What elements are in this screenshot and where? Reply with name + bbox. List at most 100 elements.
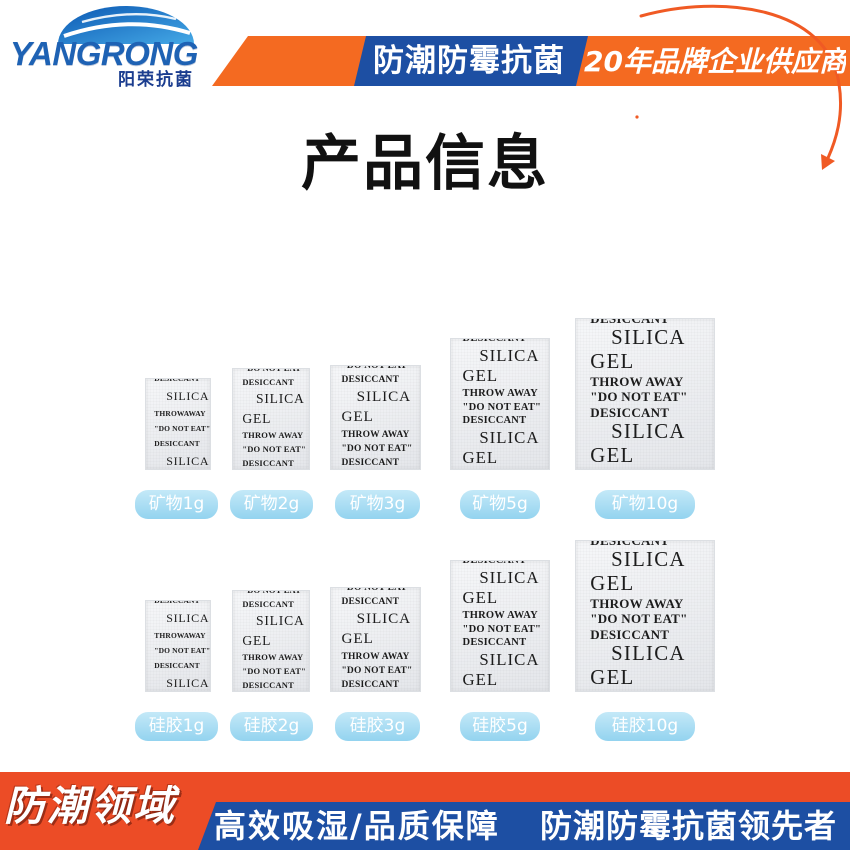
- packet-print-text: DESICCANT: [242, 377, 294, 388]
- packet-print-text: SILICA: [166, 388, 210, 403]
- banner-highlight-text: 防潮防霉抗菌: [373, 43, 565, 79]
- packet-print-text: DESICCANT: [341, 679, 400, 690]
- packet-print-text: SILICA: [166, 676, 210, 691]
- packet-print-text: DESICCANT: [341, 457, 400, 468]
- packet-print-text: DESICCANT: [590, 540, 670, 548]
- packet-print-text: SILICA: [479, 567, 540, 587]
- footer-slogan-left: 高效吸湿/品质保障: [214, 807, 500, 845]
- packet-print-text: THROW AWAY: [590, 595, 684, 611]
- packet-print-text: SILICA: [255, 391, 305, 407]
- desiccant-packet: "DO NOT EAT" DESICCANT SILICA GEL THROW AWAY…: [232, 368, 310, 470]
- packet-print-text: DESICCANT: [242, 599, 294, 610]
- packet-print-text: SILICA: [611, 548, 686, 572]
- size-label: 矿物3g: [335, 490, 420, 519]
- desiccant-packet: "DO NOT EAT" DESICCANT SILICA GEL THROW AWAY…: [232, 590, 310, 692]
- packet-print-text: DESICCANT: [154, 378, 200, 383]
- packet-print-text: SILICA: [479, 427, 540, 447]
- packet-print-text: GEL: [242, 632, 272, 648]
- packet-print-text: "DO NOT EAT": [462, 623, 542, 635]
- packet-print-text: GEL: [590, 665, 635, 689]
- packet-print-text: THROW AWAY: [341, 651, 410, 662]
- size-label: 硅胶3g: [335, 712, 420, 741]
- curved-arrow-icon: [635, 4, 843, 170]
- packet-print-text: SILICA: [356, 387, 412, 405]
- header-blue-banner: [354, 36, 588, 86]
- packet-print-text: SILICA: [611, 641, 686, 665]
- packet-print-text: "DO NOT EAT": [242, 443, 306, 454]
- packet-print-text: DESICCANT: [341, 374, 400, 385]
- size-label: 矿物10g: [595, 490, 695, 519]
- packet-print-text: SILICA: [255, 613, 305, 629]
- packet-print-text: DESICCANT: [154, 661, 200, 670]
- packet-print-text: GEL: [590, 572, 635, 596]
- packet-print-text: DESICCANT: [242, 457, 294, 468]
- banner-tagline: 20年品牌企业供应商: [584, 45, 846, 78]
- packet-print-text: GEL: [590, 350, 635, 374]
- packet-print-text: GEL: [462, 448, 499, 468]
- size-label: 硅胶1g: [135, 712, 218, 741]
- page-title: 产品信息: [301, 129, 549, 199]
- size-label: 矿物2g: [230, 490, 313, 519]
- packet-print-text: "DO NOT EAT": [242, 665, 306, 676]
- packet-print-text: GEL: [242, 410, 272, 426]
- desiccant-packet: DESICCANT SILICA THROWAWAY "DO NOT EAT" DESI…: [145, 600, 211, 692]
- packet-print-text: GEL: [462, 366, 499, 386]
- desiccant-packet: DESICCANT SILICA THROWAWAY "DO NOT EAT" DESI…: [145, 378, 211, 470]
- size-label: 矿物5g: [460, 490, 540, 519]
- packet-print-text: THROW AWAY: [462, 388, 538, 399]
- globe-wave-icon: [58, 6, 194, 44]
- packet-print-text: "DO NOT EAT": [154, 645, 211, 655]
- packet-print-text: "DO NOT EAT": [590, 389, 688, 405]
- packet-print-text: "DO NOT EAT": [462, 401, 542, 413]
- desiccant-packet: "DO NOT EAT" DESICCANT SILICA GEL THROW AWAY…: [330, 365, 421, 470]
- packet-print-text: SILICA: [356, 609, 412, 627]
- packet-print-text: THROW AWAY: [341, 429, 410, 440]
- packet-print-text: "DO NOT EAT": [242, 590, 306, 596]
- packet-print-text: THROW AWAY: [590, 373, 684, 389]
- footer-blue-band: [198, 802, 850, 850]
- size-label: 硅胶5g: [460, 712, 540, 741]
- packet-print-text: "DO NOT EAT": [341, 665, 413, 676]
- packet-print-text: DESICCANT: [462, 560, 527, 567]
- packet-print-text: DESICCANT: [590, 404, 670, 420]
- footer-slogan-right: 防潮防霉抗菌领先者: [540, 807, 838, 845]
- packet-print-text: DESICCANT: [154, 600, 200, 605]
- packet-print-text: DESICCANT: [590, 318, 670, 326]
- desiccant-packet: "DO NOT EAT" DESICCANT SILICA GEL THROW AWAY…: [330, 587, 421, 692]
- packet-print-text: "DO NOT EAT": [341, 365, 413, 371]
- size-label: 硅胶2g: [230, 712, 313, 741]
- packet-print-text: DESICCANT: [242, 679, 294, 690]
- packet-print-text: SILICA: [166, 454, 210, 469]
- packet-print-text: "DO NOT EAT": [341, 587, 413, 593]
- packet-print-text: SILICA: [166, 610, 210, 625]
- packet-print-text: THROW AWAY: [242, 652, 304, 663]
- packet-print-text: DESICCANT: [154, 439, 200, 448]
- footer-badge: 防潮领域: [4, 782, 176, 830]
- packet-print-text: GEL: [341, 630, 374, 648]
- size-label: 硅胶10g: [595, 712, 695, 741]
- packet-print-text: THROWAWAY: [154, 630, 206, 640]
- packet-print-text: SILICA: [611, 419, 686, 443]
- packet-print-text: DESICCANT: [590, 626, 670, 642]
- size-label: 矿物1g: [135, 490, 218, 519]
- packet-print-text: GEL: [341, 408, 374, 426]
- packet-print-text: THROW AWAY: [242, 430, 304, 441]
- packet-print-text: SILICA: [479, 649, 540, 669]
- packet-print-text: SILICA: [479, 345, 540, 365]
- logo-chinese-name: 阳荣抗菌: [118, 70, 194, 90]
- packet-print-text: GEL: [462, 670, 499, 690]
- packet-print-text: DESICCANT: [462, 637, 527, 649]
- packet-print-text: DESICCANT: [341, 596, 400, 607]
- packet-print-text: THROW AWAY: [462, 610, 538, 621]
- packet-print-text: THROWAWAY: [154, 408, 206, 418]
- packet-print-text: "DO NOT EAT": [341, 443, 413, 454]
- packet-print-text: "DO NOT EAT": [154, 423, 211, 433]
- packet-print-text: GEL: [590, 443, 635, 467]
